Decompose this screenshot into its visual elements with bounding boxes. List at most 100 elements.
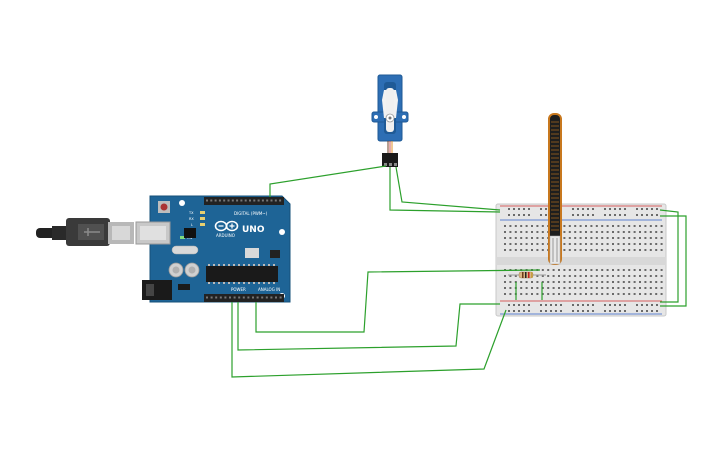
resistor[interactable] [508,271,546,279]
breadboard-hole [633,231,636,233]
breadboard-hole [628,281,631,283]
chip-pin [208,264,210,266]
header-pin [247,296,250,299]
header-pin [218,199,221,202]
breadboard-hole [579,237,582,239]
wire-servo-ground[interactable] [395,166,501,211]
breadboard-hole [622,249,625,251]
breadboard-hole [520,249,523,251]
breadboard-hole [577,208,579,210]
breadboard-hole [587,208,589,210]
breadboard-hole [624,214,626,216]
breadboard-hole [577,310,579,312]
wire-rail-blue-bridge[interactable] [660,215,687,307]
wire-power-5v[interactable] [237,302,500,351]
breadboard-hole [606,243,609,245]
breadboard-hole [509,237,512,239]
breadboard-hole [563,225,566,227]
board-label: UNO [242,225,265,235]
breadboard-hole [612,237,614,239]
breadboard-hole [525,243,528,245]
breadboard-hole [592,214,594,216]
breadboard-hole [601,237,604,239]
header-pin [214,199,217,202]
wire-rail-red-bridge[interactable] [659,209,679,303]
breadboard-hole [577,304,579,306]
breadboard-hole [639,281,641,283]
wire-ground[interactable] [231,302,507,378]
breadboard-hole [572,310,574,312]
chip-pin [248,264,250,266]
breadboard-hole [525,237,528,239]
header-pin [261,296,264,299]
breadboard-hole [579,249,582,251]
chip-pin [228,282,230,284]
breadboard-hole [579,293,582,295]
breadboard-hole [563,231,566,233]
header-pin [219,296,222,299]
breadboard-hole [604,310,606,312]
breadboard-hole [520,243,523,245]
breadboard-hole [628,249,631,251]
wire-servo-power[interactable] [389,167,501,213]
breadboard-hole [606,275,609,277]
breadboard-hole [590,275,593,277]
breadboard-hole [624,208,626,210]
chip-pin [233,264,235,266]
breadboard-hole [646,310,648,312]
breadboard-hole [525,293,528,295]
wire-analog-a0[interactable] [255,269,541,333]
breadboard-hole [568,249,571,251]
breadboard-hole [545,304,547,306]
breadboard-hole [523,208,525,210]
breadboard-hole [508,304,510,306]
breadboard-hole [639,269,641,271]
breadboard-hole [541,275,544,277]
breadboard-hole [609,214,611,216]
arduino-logo-icon [214,220,239,232]
chip-pin [208,282,210,284]
header-pin [275,296,277,299]
breadboard-hole [601,243,604,245]
chip-pin [243,282,245,284]
servo-motor[interactable] [371,74,409,167]
breadboard-hole [550,304,552,306]
breadboard-hole [617,231,620,233]
breadboard-hole [649,269,652,271]
breadboard-hole [525,225,528,227]
flex-sensor[interactable] [548,113,562,265]
breadboard-hole [563,293,566,295]
digital-header[interactable] [204,197,284,205]
breadboard-hole [660,237,663,239]
breadboard-hole [622,293,625,295]
breadboard-hole [649,225,652,227]
l-label: L [191,223,193,227]
breadboard-hole [541,237,544,239]
breadboard-hole [614,304,616,306]
breadboard-hole [617,293,620,295]
breadboard-hole [649,281,652,283]
breadboard-hole [639,243,641,245]
breadboard-hole [540,214,542,216]
breadboard-hole [614,214,616,216]
breadboard-hole [518,310,520,312]
breadboard-hole [612,281,614,283]
breadboard[interactable] [495,203,667,317]
breadboard-hole [604,208,606,210]
breadboard-hole [518,304,520,306]
breadboard-hole [574,287,577,289]
breadboard-hole [595,243,598,245]
breadboard-hole [644,231,647,233]
breadboard-hole [644,249,647,251]
breadboard-hole [555,304,557,306]
breadboard-hole [531,243,533,245]
usb-cable[interactable] [36,218,134,246]
wire-signal-servo[interactable] [269,165,387,197]
breadboard-hole [572,304,574,306]
breadboard-hole [649,243,652,245]
arduino-uno[interactable]: DIGITAL (PWM~) TX RX L ARDUINO UNO ON [135,195,291,303]
breadboard-hole [547,287,550,289]
breadboard-hole [585,275,587,277]
breadboard-hole [555,310,557,312]
header-pin [244,199,247,202]
